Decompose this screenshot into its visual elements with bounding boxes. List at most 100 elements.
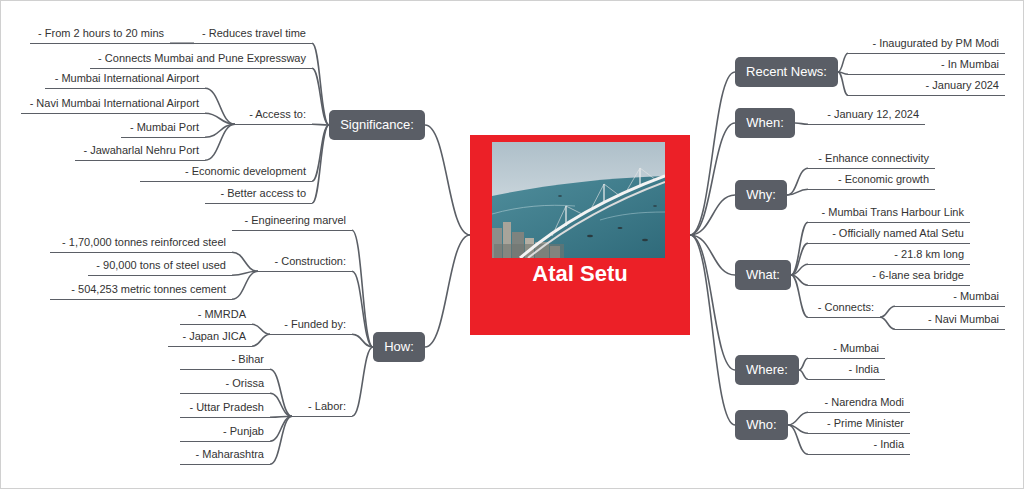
subtopic: - Enhance connectivity <box>808 150 935 169</box>
topic-text: - India <box>873 436 904 453</box>
branch-connector <box>690 235 735 370</box>
central-topic: Atal Setu <box>470 135 690 335</box>
topic-text: - Economic growth <box>838 171 929 188</box>
topic-text: - Mumbai <box>953 288 999 305</box>
topic-text: - Connects Mumbai and Pune Expressway <box>98 50 306 67</box>
branch-connector <box>787 189 808 195</box>
branch-connector <box>791 264 808 275</box>
subtopic: - 6-lane sea bridge <box>808 267 970 286</box>
topic-text: - January 12, 2024 <box>827 106 919 123</box>
topic-text: - Enhance connectivity <box>818 150 929 167</box>
subtopic: - Officially named Atal Setu <box>808 225 970 244</box>
topic-text: What: <box>746 260 780 290</box>
subtopic: - Mumbai <box>895 288 1005 307</box>
branch-connector <box>690 235 735 425</box>
branch-connector <box>838 53 848 72</box>
branch-topic: Recent News: <box>735 57 838 87</box>
branch-topic: How: <box>373 332 425 362</box>
subtopic: - Narendra Modi <box>808 394 910 413</box>
subtopic: - Mumbai <box>808 340 885 359</box>
subtopic: - Mumbai International Airport <box>45 70 205 89</box>
topic-text: - 1,70,000 tonnes reinforced steel <box>62 234 226 251</box>
topic-text: - Prime Minister <box>827 415 904 432</box>
branch-connector <box>205 124 235 160</box>
branch-connector <box>787 168 808 195</box>
topic-text: - Narendra Modi <box>825 394 904 411</box>
branch-connector <box>312 125 329 181</box>
subtopic: - Economic development <box>140 163 312 182</box>
subtopic: - Orissa <box>180 375 270 394</box>
topic-text: - Maharashtra <box>196 446 264 463</box>
branch-topic: Why: <box>735 180 787 210</box>
bridge-illustration <box>492 142 665 258</box>
topic-text: - January 2024 <box>926 77 999 94</box>
branch-topic: When: <box>735 108 795 138</box>
subtopic: - Engineering marvel <box>232 212 352 231</box>
topic-text: Significance: <box>340 110 414 140</box>
subtopic: - Reduces travel time <box>194 25 312 44</box>
branch-connector <box>838 72 848 95</box>
subtopic: - Inaugurated by PM Modi <box>848 35 1005 54</box>
branch-connector <box>312 123 329 125</box>
topic-text: Why: <box>746 180 776 210</box>
branch-connector <box>791 275 808 317</box>
topic-text: Atal Setu <box>532 261 627 287</box>
topic-text: - Construction: <box>274 253 346 270</box>
subtopic: - Punjab <box>180 423 270 442</box>
topic-text: - Economic development <box>185 163 306 180</box>
branch-connector <box>690 123 735 235</box>
branch-topic: Significance: <box>329 110 425 140</box>
branch-connector <box>788 412 808 425</box>
topic-text: - Mumbai <box>833 340 879 357</box>
subtopic: - Funded by: <box>270 316 352 335</box>
topic-text: Where: <box>746 355 788 385</box>
subtopic: - India <box>808 436 910 455</box>
topic-text: - Japan JICA <box>182 328 246 345</box>
branch-connector <box>205 113 235 124</box>
branch-connector <box>425 235 470 347</box>
branch-connector <box>232 271 258 299</box>
branch-connector <box>232 252 258 271</box>
topic-text: When: <box>746 108 784 138</box>
branch-connector <box>799 370 808 379</box>
branch-connector <box>312 68 329 125</box>
branch-connector <box>425 125 470 235</box>
subtopic: - 21.8 km long <box>808 246 970 265</box>
subtopic: - India <box>808 361 885 380</box>
topic-text: - Funded by: <box>284 316 346 333</box>
topic-text: - Mumbai Port <box>130 119 199 136</box>
topic-text: - 504,253 metric tonnes cement <box>71 281 226 298</box>
topic-text: How: <box>384 332 414 362</box>
topic-text: - Access to: <box>249 106 306 123</box>
topic-text: - Better access to <box>220 185 306 202</box>
subtopic: - Navi Mumbai International Airport <box>21 95 205 114</box>
topic-text: - Jawaharlal Nehru Port <box>83 142 199 159</box>
subtopic: - Labor: <box>292 398 352 417</box>
subtopic: - From 2 hours to 20 mins <box>30 25 170 44</box>
subtopic: - Navi Mumbai <box>895 311 1005 330</box>
subtopic: - Access to: <box>235 106 312 125</box>
subtopic: - January 12, 2024 <box>808 106 925 125</box>
branch-connector <box>799 358 808 370</box>
branch-connector <box>690 72 735 235</box>
topic-text: - Inaugurated by PM Modi <box>872 35 999 52</box>
branch-topic: Who: <box>735 410 788 440</box>
branch-connector <box>880 317 895 329</box>
topic-text: - 21.8 km long <box>894 246 964 263</box>
subtopic: - 504,253 metric tonnes cement <box>50 281 232 300</box>
subtopic: - Connects Mumbai and Pune Expressway <box>90 50 312 69</box>
branch-connector <box>352 347 373 416</box>
branch-connector <box>252 334 270 346</box>
topic-text: - India <box>848 361 879 378</box>
topic-text: - Mumbai International Airport <box>55 70 199 87</box>
topic-text: - Punjab <box>223 423 264 440</box>
central-topic-fill <box>470 135 690 335</box>
subtopic: - Japan JICA <box>168 328 252 347</box>
topic-text: - Labor: <box>308 398 346 415</box>
branch-connector <box>690 195 735 235</box>
subtopic: - Maharashtra <box>180 446 270 465</box>
subtopic: - Economic growth <box>808 171 935 190</box>
subtopic: - 1,70,000 tonnes reinforced steel <box>50 234 232 253</box>
branch-connector <box>312 125 329 203</box>
